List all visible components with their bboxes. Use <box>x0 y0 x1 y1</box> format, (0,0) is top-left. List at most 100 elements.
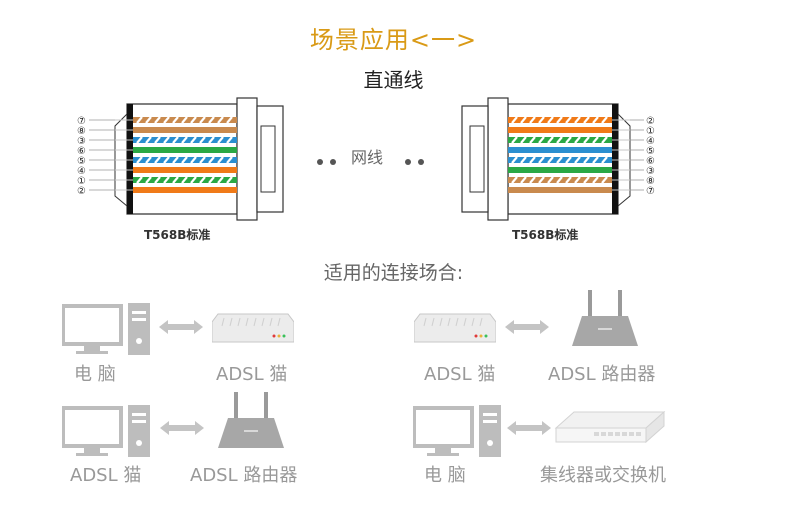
wire-2 <box>508 127 612 133</box>
wire-6 <box>133 167 237 173</box>
wire-stripe <box>529 176 536 184</box>
pin-number: ⑤ <box>77 156 86 167</box>
wire-stripe <box>208 176 215 184</box>
computer-icon <box>61 303 150 355</box>
wire-stripe <box>145 156 152 164</box>
wire-stripe <box>538 176 545 184</box>
wire-stripe <box>547 116 554 124</box>
usage-title: 适用的连接场合: <box>323 262 464 284</box>
wire-stripe <box>583 116 590 124</box>
wire-stripe <box>583 156 590 164</box>
double-arrow-icon <box>159 319 203 334</box>
router-icon <box>570 290 640 348</box>
double-arrow-icon <box>160 420 204 435</box>
wire-stripe <box>145 116 152 124</box>
pin-number: ③ <box>646 166 655 177</box>
wire-stripe <box>217 136 224 144</box>
adsl-modem-icon <box>413 312 497 346</box>
pin-number: ② <box>77 186 86 197</box>
pin-number: ① <box>646 126 655 137</box>
wire-stripe <box>565 176 572 184</box>
wire-stripe <box>190 176 197 184</box>
wire-stripe <box>511 156 518 164</box>
wire-stripe <box>511 136 518 144</box>
scenario-3-left-label: ADSL 猫 <box>70 465 142 486</box>
scenario-1-right-label: ADSL 猫 <box>216 364 288 385</box>
switch-icon <box>554 410 666 448</box>
wire-stripe <box>556 176 563 184</box>
wire-stripe <box>172 176 179 184</box>
wire-stripe <box>565 136 572 144</box>
wire-stripe <box>511 116 518 124</box>
wire-stripe <box>538 136 545 144</box>
computer-icon <box>61 405 150 457</box>
pin-number: ③ <box>77 136 86 147</box>
wire-stripe <box>190 136 197 144</box>
wire-stripe <box>199 116 206 124</box>
wire-stripe <box>154 156 161 164</box>
wire-stripe <box>208 136 215 144</box>
wire-stripe <box>583 176 590 184</box>
wire-stripe <box>163 156 170 164</box>
wire-stripe <box>529 116 536 124</box>
adsl-modem-icon <box>211 312 295 346</box>
wire-stripe <box>226 116 233 124</box>
wire-stripe <box>529 156 536 164</box>
scenario-4-right-label: 集线器或交换机 <box>540 465 666 486</box>
wire-stripe <box>538 116 545 124</box>
computer-icon <box>412 405 501 457</box>
wire-stripe <box>163 136 170 144</box>
wire-stripe <box>172 156 179 164</box>
wire-stripe <box>592 116 599 124</box>
scenario-4-computer <box>412 405 503 457</box>
pin-number: ④ <box>646 136 655 147</box>
wire-stripe <box>520 156 527 164</box>
wire-stripe <box>547 176 554 184</box>
wire-stripe <box>136 136 143 144</box>
page-title: 场景应用<一> <box>309 26 478 54</box>
wire-stripe <box>154 116 161 124</box>
pin-number: ⑥ <box>77 146 86 157</box>
wire-stripe <box>601 136 608 144</box>
wire-stripe <box>565 156 572 164</box>
wire-stripe <box>208 156 215 164</box>
right-standard-label: T568B标准 <box>512 228 579 242</box>
wire-8 <box>508 187 612 193</box>
wire-stripe <box>226 136 233 144</box>
wire-4 <box>508 147 612 153</box>
wire-stripe <box>172 136 179 144</box>
wire-stripe <box>217 116 224 124</box>
scenario-4-left-label: 电 脑 <box>424 465 466 486</box>
wire-stripe <box>547 136 554 144</box>
wire-stripe <box>556 116 563 124</box>
wire-stripe <box>181 116 188 124</box>
wire-stripe <box>574 136 581 144</box>
wire-stripe <box>592 176 599 184</box>
wire-stripe <box>190 116 197 124</box>
page-subtitle: 直通线 <box>363 68 424 92</box>
wire-stripe <box>199 136 206 144</box>
wire-stripe <box>226 176 233 184</box>
wire-6 <box>508 167 612 173</box>
wire-stripe <box>199 156 206 164</box>
wire-stripe <box>136 176 143 184</box>
wire-stripe <box>529 136 536 144</box>
wire-2 <box>133 127 237 133</box>
wire-stripe <box>583 136 590 144</box>
wire-stripe <box>136 156 143 164</box>
wire-stripe <box>556 156 563 164</box>
scenario-1-left-label: 电 脑 <box>74 364 116 385</box>
pin-number: ⑧ <box>646 176 655 187</box>
wire-stripe <box>556 136 563 144</box>
scenario-2-right-label: ADSL 路由器 <box>548 364 656 385</box>
wire-stripe <box>145 136 152 144</box>
left-standard-label: T568B标准 <box>144 228 211 242</box>
wire-stripe <box>163 176 170 184</box>
double-arrow-icon <box>505 319 549 334</box>
wire-stripe <box>601 116 608 124</box>
wire-stripe <box>181 136 188 144</box>
wire-stripe <box>538 156 545 164</box>
